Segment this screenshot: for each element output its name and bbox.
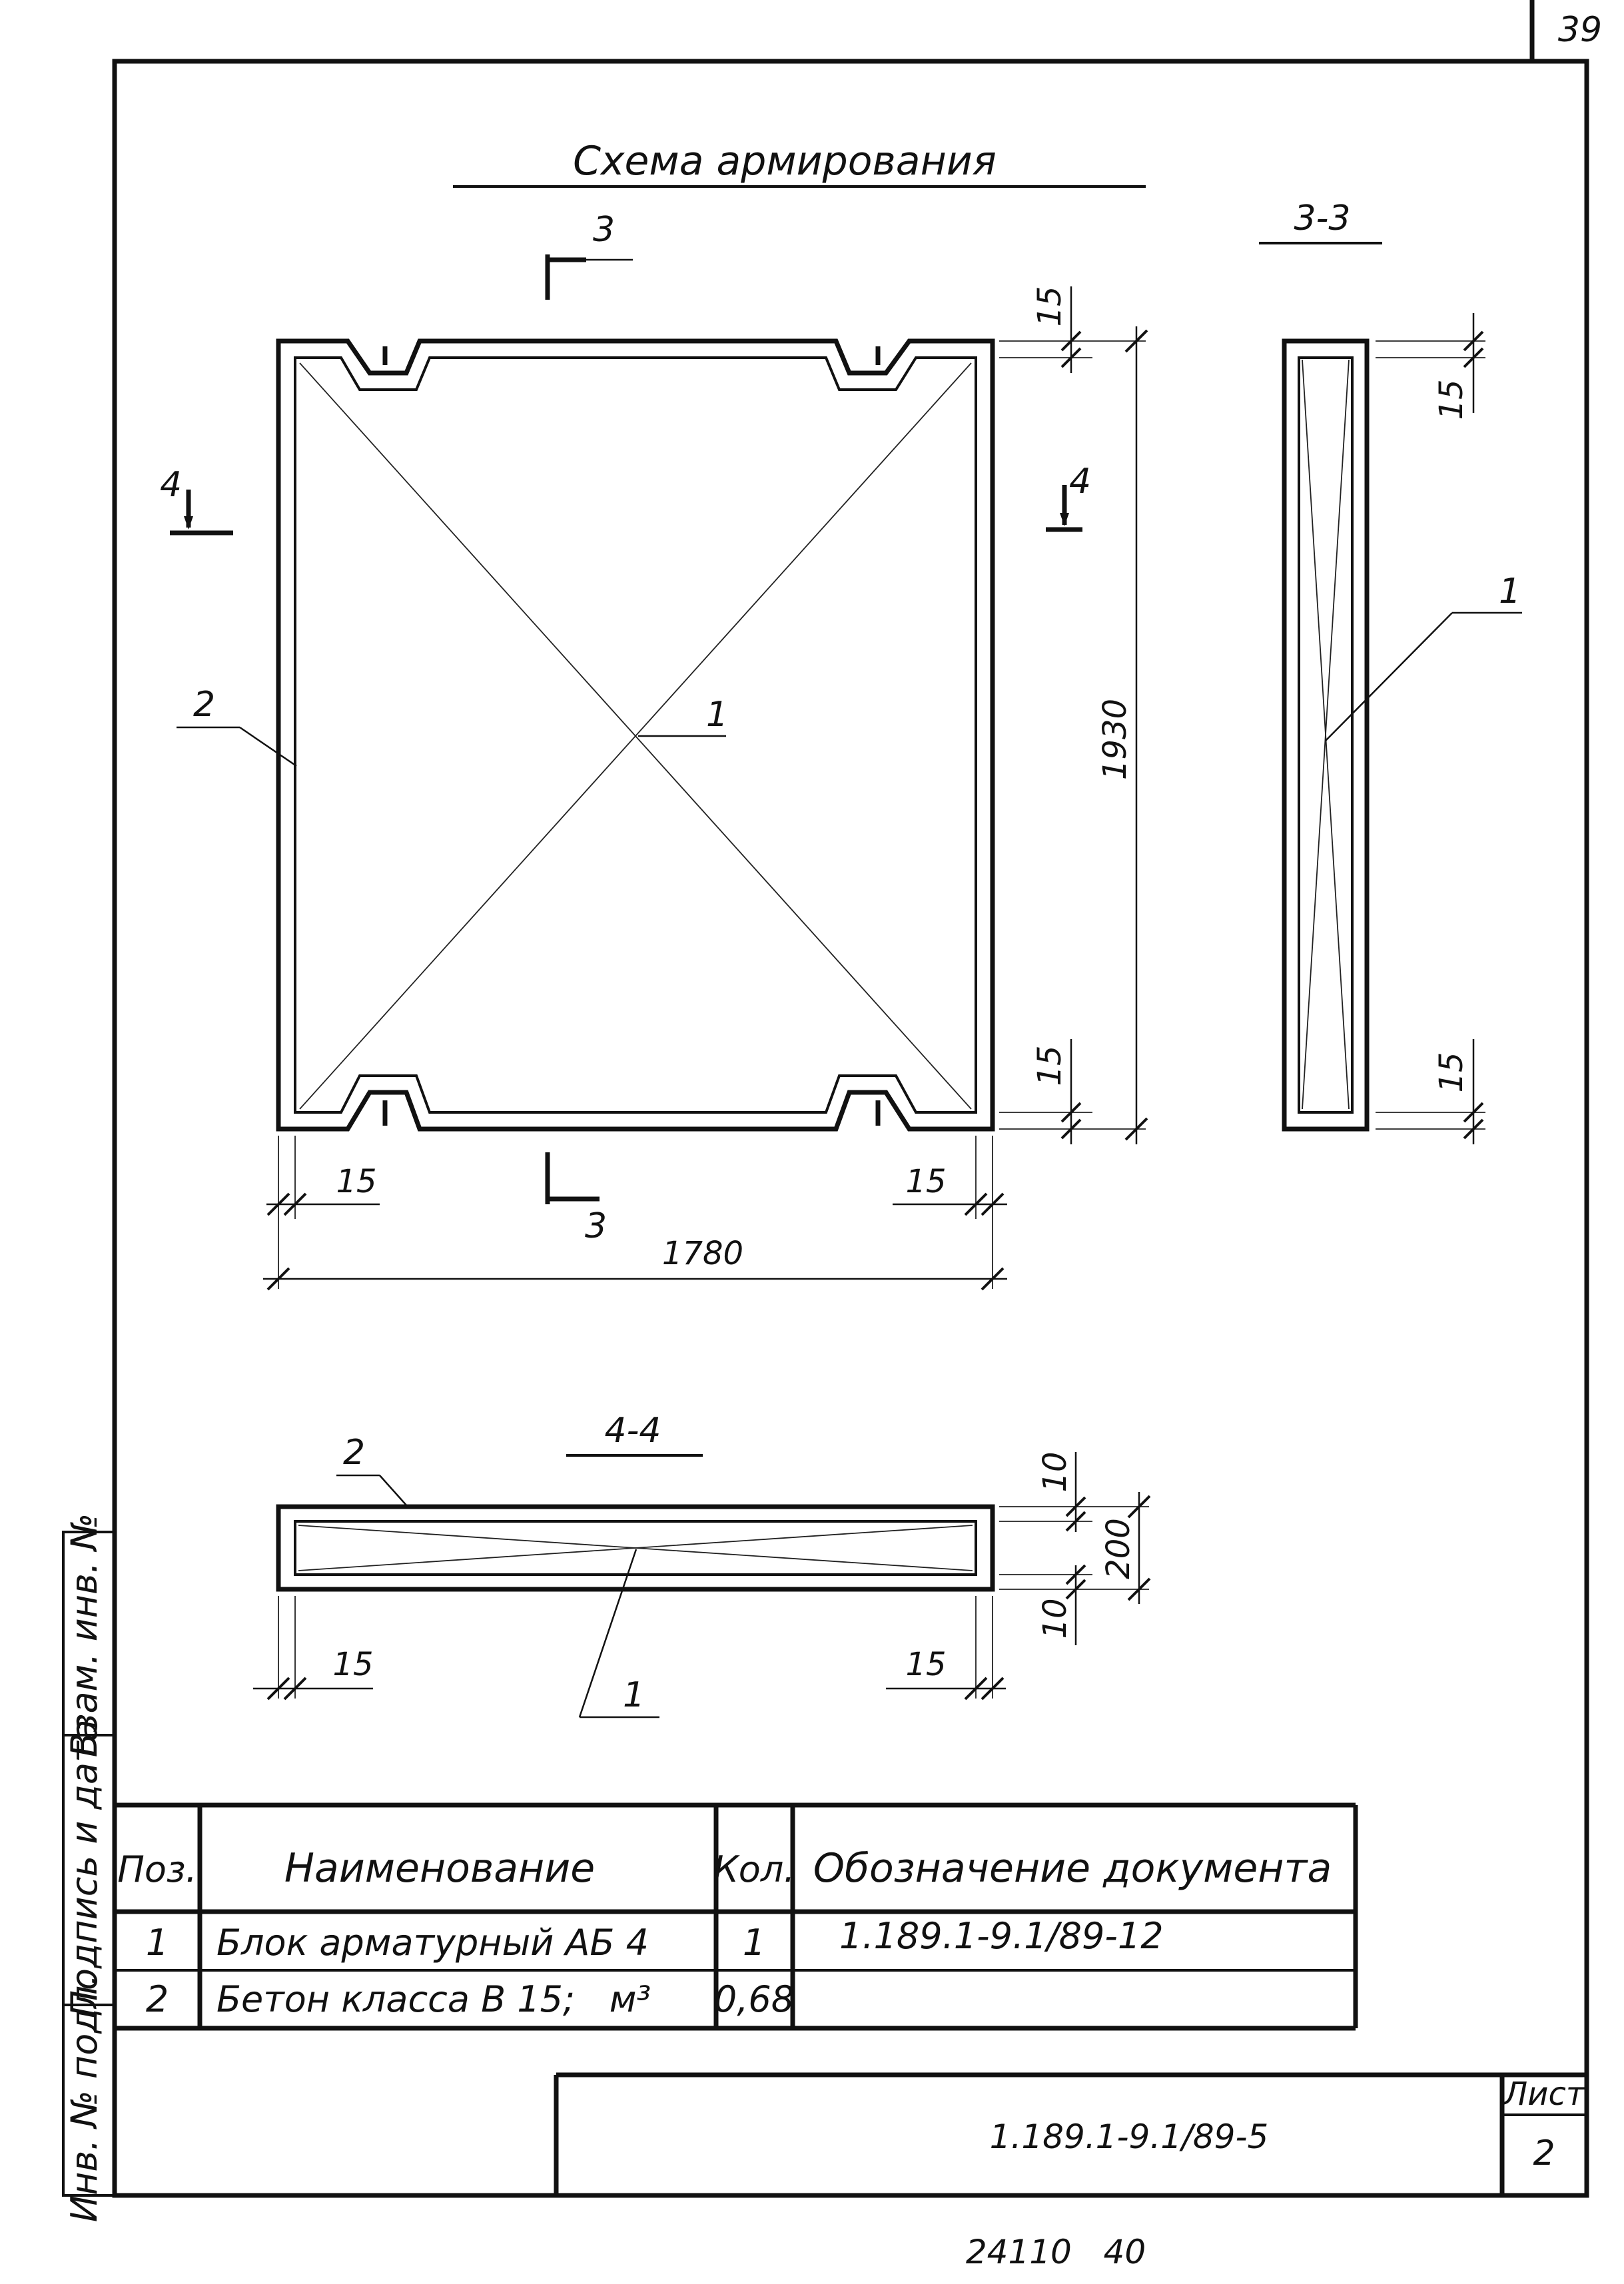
callout-label: 1 — [706, 695, 728, 735]
callout-label: 2 — [193, 685, 215, 725]
reinforcement-outline — [294, 356, 977, 1114]
dimension-value: 15 — [336, 1163, 376, 1200]
dimension-value: 15 — [1433, 379, 1470, 420]
drawing-title: Схема армирования — [573, 138, 997, 185]
callout-pos1: 1 — [638, 695, 728, 737]
drawing-title-group: Схема армирования — [453, 138, 1146, 188]
row-1-name: Блок арматурный АБ 4 — [216, 1922, 649, 1964]
dimension-value: 15 — [1031, 286, 1068, 326]
dimension-value: 10 — [1036, 1451, 1074, 1492]
section-cut-label: 4 — [1069, 462, 1091, 502]
slab-outline — [276, 338, 995, 1132]
callout-label: 2 — [343, 1433, 365, 1473]
stamp-sign-date: Подпись и дата — [63, 1719, 105, 2017]
row-1-doc: 1.189.1-9.1/89-12 — [839, 1915, 1164, 1957]
callout-pos2: 2 — [177, 685, 297, 767]
dimension-value: 1780 — [662, 1235, 743, 1272]
dimension-value: 200 — [1100, 1518, 1137, 1579]
width-dimension: 1780 15 15 — [263, 1136, 1007, 1291]
stamp-swap-inv: Взам. инв. № — [63, 1513, 105, 1758]
header-pos: Поз. — [117, 1848, 197, 1890]
plan-view — [276, 338, 995, 1132]
callout-label: 1 — [1499, 571, 1521, 611]
row-2-pos: 2 — [146, 1978, 169, 2020]
section-title: 3-3 — [1294, 198, 1351, 238]
header-doc: Обозначение документа — [813, 1845, 1332, 1892]
footer-code: 24110 40 — [966, 2233, 1146, 2271]
header-qty: Кол. — [713, 1848, 795, 1890]
page-number-box: 39 — [1529, 0, 1602, 61]
section-cut-label: 3 — [585, 1206, 607, 1246]
row-1-qty: 1 — [743, 1922, 765, 1964]
section-cut-3-top: 3 — [545, 210, 633, 300]
section-title: 4-4 — [605, 1411, 661, 1451]
height-dimension: 1930 15 15 — [999, 286, 1148, 1144]
sheet-label: Лист — [1502, 2076, 1586, 2113]
callout-label: 1 — [623, 1675, 645, 1715]
dimension-value: 1930 — [1096, 699, 1134, 780]
section-3-3-view: 3-3 15 15 1 — [1259, 198, 1522, 1144]
section-cut-label: 4 — [160, 465, 182, 505]
section-cut-label: 3 — [593, 210, 615, 250]
row-1-pos: 1 — [146, 1922, 169, 1964]
row-2-qty: 0,68 — [714, 1978, 794, 2020]
stamp-inv-orig: Инв. № подл. — [63, 1974, 105, 2223]
drawing-frame — [112, 59, 1589, 2198]
dimension-value: 15 — [1031, 1045, 1068, 1086]
dimension-value: 15 — [332, 1646, 373, 1683]
dimension-value: 10 — [1036, 1598, 1074, 1639]
section-cut-3-bottom: 3 — [545, 1152, 607, 1246]
spec-table: Поз. Наименование Кол. Обозначение докум… — [115, 1802, 1358, 2031]
section-cut-4-right: 4 — [1046, 462, 1091, 532]
row-2-name: Бетон класса В 15; м³ — [216, 1978, 651, 2020]
section-4-4-view: 4-4 2 1 200 10 10 15 — [253, 1411, 1151, 1718]
dimension-value: 15 — [905, 1163, 946, 1200]
diagonal-bar — [299, 362, 972, 1110]
dimension-value: 15 — [905, 1646, 946, 1683]
dimension-value: 15 — [1433, 1052, 1470, 1092]
doc-code: 1.189.1-9.1/89-5 — [990, 2117, 1269, 2156]
title-block: Лист 2 1.189.1-9.1/89-5 — [554, 2072, 1587, 2195]
page-number: 39 — [1558, 10, 1602, 50]
sheet-number: 2 — [1533, 2133, 1555, 2173]
header-name: Наименование — [284, 1845, 595, 1892]
side-stamp: Взам. инв. № Подпись и дата Инв. № подл. — [62, 1513, 116, 2223]
section-cut-4-left: 4 — [160, 465, 233, 536]
